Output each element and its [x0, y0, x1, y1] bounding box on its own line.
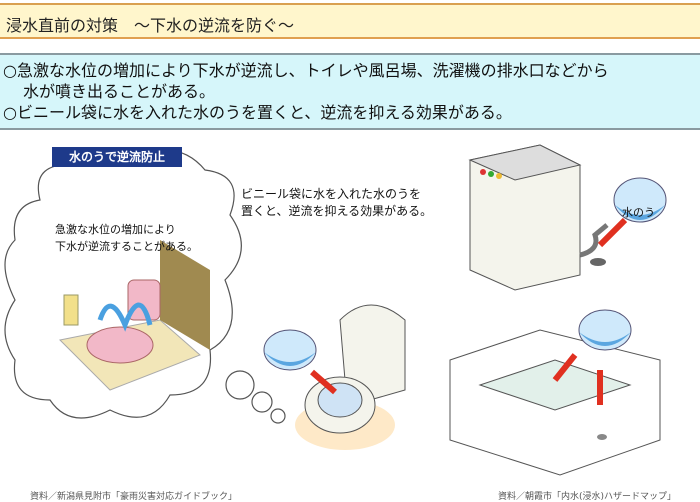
water-bag-icon — [578, 309, 632, 351]
washing-machine-illustration — [468, 144, 609, 291]
arrow-icon — [310, 369, 337, 395]
toilet-illustration — [295, 304, 406, 450]
arrow-icon — [552, 353, 603, 405]
cloud-text-line: 下水が逆流することがある。 — [55, 240, 198, 253]
center-text-line: 置くと、逆流を抑える効果がある。 — [241, 204, 433, 218]
cloud-text: 急激な水位の増加により下水が逆流することがある。 — [55, 221, 198, 255]
bullet-list: ○急激な水位の増加により下水が逆流し、トイレや風呂場、洗濯機の排水口などから 水… — [0, 53, 700, 130]
center-text-line: ビニール袋に水を入れた水のうを — [241, 187, 422, 201]
water-bag-label: 水のう — [622, 206, 655, 219]
source-left: 資料／新潟県見附市「豪雨災害対応ガイドブック」 — [30, 492, 238, 502]
page-title: 浸水直前の対策 ～下水の逆流を防ぐ～ — [6, 16, 295, 35]
bathtub-illustration — [449, 329, 661, 476]
source-right: 資料／朝霞市「内水(浸水)ハザードマップ」 — [498, 492, 677, 502]
bullet-1-cont: 水が噴き出ることがある。 — [23, 82, 216, 101]
water-bag-icon — [263, 329, 317, 371]
cloud-text-line: 急激な水位の増加により — [55, 223, 176, 236]
title-bar: 浸水直前の対策 ～下水の逆流を防ぐ～ — [0, 3, 700, 39]
center-text: ビニール袋に水を入れた水のうを置くと、逆流を抑える効果がある。 — [241, 186, 432, 220]
badge-label: 水のうで逆流防止 — [52, 147, 182, 167]
toilet-spray-illustration — [58, 240, 210, 391]
arrow-icon — [597, 217, 628, 248]
bullet-1: ○急激な水位の増加により下水が逆流し、トイレや風呂場、洗濯機の排水口などから — [3, 61, 609, 80]
water-bag-icon — [613, 177, 667, 223]
bullet-2: ○ビニール袋に水を入れた水のうを置くと、逆流を抑える効果がある。 — [3, 103, 512, 122]
